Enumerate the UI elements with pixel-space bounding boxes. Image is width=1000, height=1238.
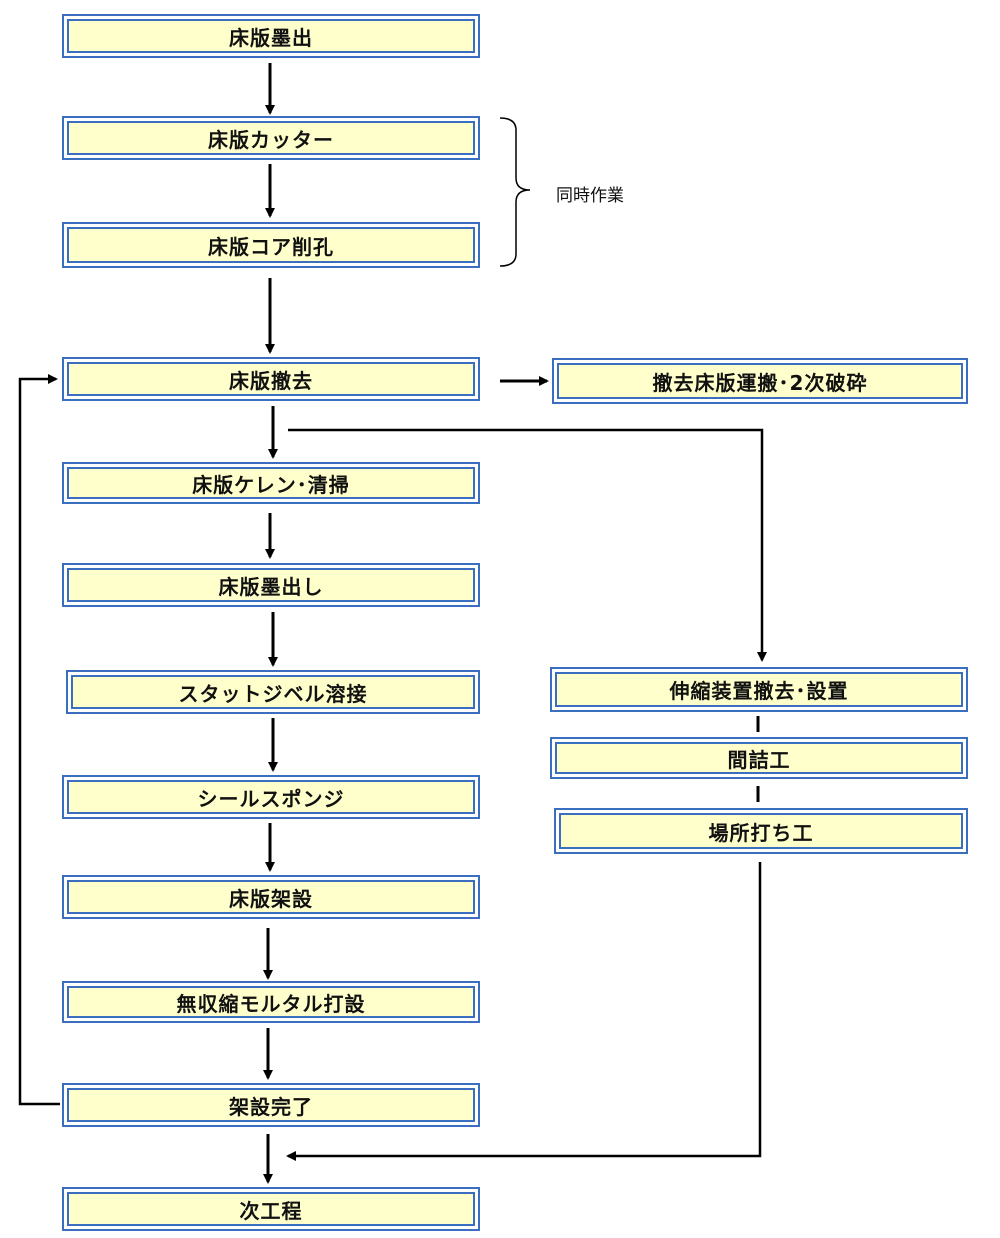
step-label-13: 次工程 bbox=[67, 1192, 475, 1226]
step-label-7: 床版墨出し bbox=[67, 568, 475, 602]
right-label-3: 場所打ち工 bbox=[559, 813, 963, 849]
step-box-13: 次工程 bbox=[62, 1187, 480, 1231]
step-label-10: 床版架設 bbox=[67, 880, 475, 914]
step-label-12: 架設完了 bbox=[67, 1088, 475, 1122]
step-box-8: スタットジベル溶接 bbox=[66, 670, 480, 714]
step-label-6: 床版ケレン･清掃 bbox=[67, 467, 475, 499]
brace-simultaneous bbox=[499, 117, 531, 267]
step-label-11: 無収縮モルタル打設 bbox=[67, 986, 475, 1018]
step-box-2: 床版カッター bbox=[62, 116, 480, 160]
right-box-2: 間詰工 bbox=[550, 737, 968, 779]
step-label-8: スタットジベル溶接 bbox=[71, 675, 475, 709]
arrow-s4-r1 bbox=[288, 428, 767, 662]
arrow-loop-s12-s4 bbox=[18, 374, 60, 1106]
step-label-3: 床版コア削孔 bbox=[67, 227, 475, 263]
step-label-4: 床版撤去 bbox=[67, 362, 475, 396]
step-box-1: 床版墨出 bbox=[62, 14, 480, 58]
step-box-6: 床版ケレン･清掃 bbox=[62, 462, 480, 504]
arrow-r3-s13 bbox=[286, 862, 762, 1161]
step-box-10: 床版架設 bbox=[62, 875, 480, 919]
right-label-1: 伸縮装置撤去･設置 bbox=[555, 672, 963, 707]
step-box-7: 床版墨出し bbox=[62, 563, 480, 607]
right-label-2: 間詰工 bbox=[555, 742, 963, 774]
step-box-3: 床版コア削孔 bbox=[62, 222, 480, 268]
right-box-3: 場所打ち工 bbox=[554, 808, 968, 854]
simultaneous-work-label: 同時作業 bbox=[556, 186, 624, 206]
step-label-1: 床版墨出 bbox=[67, 19, 475, 53]
step-label-9: シールスポンジ bbox=[67, 780, 475, 814]
step-box-5: 撤去床版運搬･2次破砕 bbox=[552, 358, 968, 404]
step-label-5: 撤去床版運搬･2次破砕 bbox=[557, 363, 963, 399]
step-box-4: 床版撤去 bbox=[62, 357, 480, 401]
step-box-11: 無収縮モルタル打設 bbox=[62, 981, 480, 1023]
step-box-12: 架設完了 bbox=[62, 1083, 480, 1127]
step-label-2: 床版カッター bbox=[67, 121, 475, 155]
right-box-1: 伸縮装置撤去･設置 bbox=[550, 667, 968, 712]
step-box-9: シールスポンジ bbox=[62, 775, 480, 819]
